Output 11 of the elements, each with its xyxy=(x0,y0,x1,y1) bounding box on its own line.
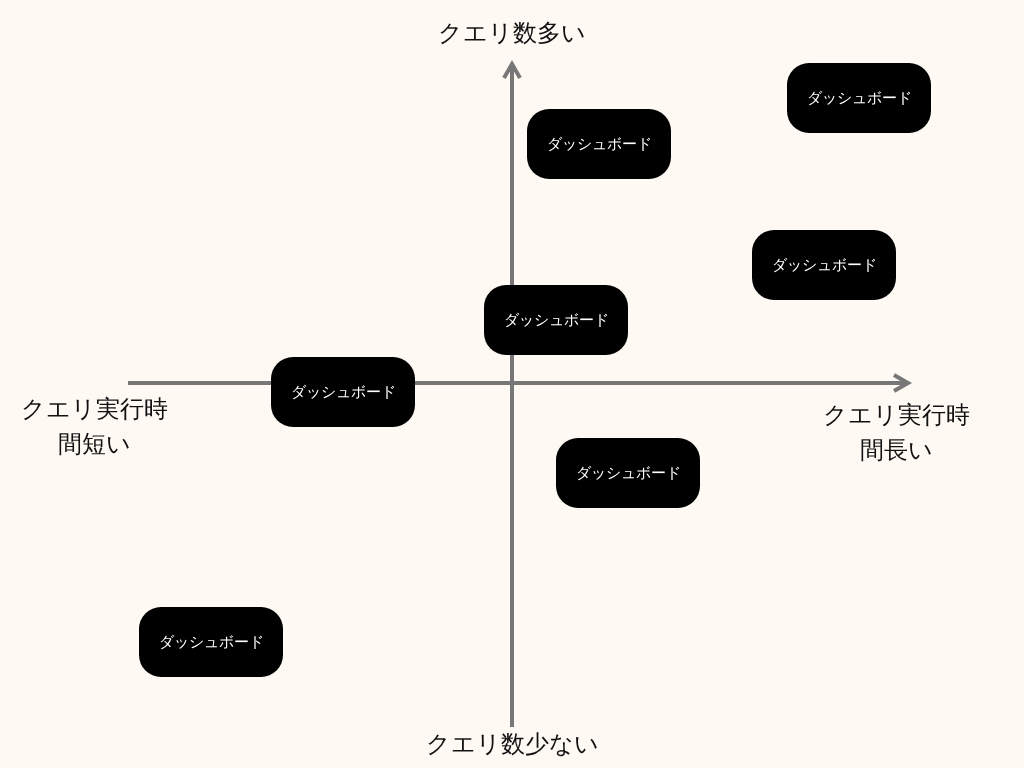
axis-label: クエリ数多い xyxy=(437,18,587,49)
dashboard-box: ダッシュボード xyxy=(271,357,415,427)
axis-label: クエリ実行時間長い xyxy=(821,400,971,466)
axis-label: クエリ実行時間短い xyxy=(19,394,169,460)
dashboard-box: ダッシュボード xyxy=(752,230,896,300)
dashboard-box: ダッシュボード xyxy=(139,607,283,677)
dashboard-box: ダッシュボード xyxy=(556,438,700,508)
dashboard-box: ダッシュボード xyxy=(527,109,671,179)
dashboard-box: ダッシュボード xyxy=(787,63,931,133)
axis-label: クエリ数少ない xyxy=(424,729,600,760)
dashboard-box: ダッシュボード xyxy=(484,285,628,355)
